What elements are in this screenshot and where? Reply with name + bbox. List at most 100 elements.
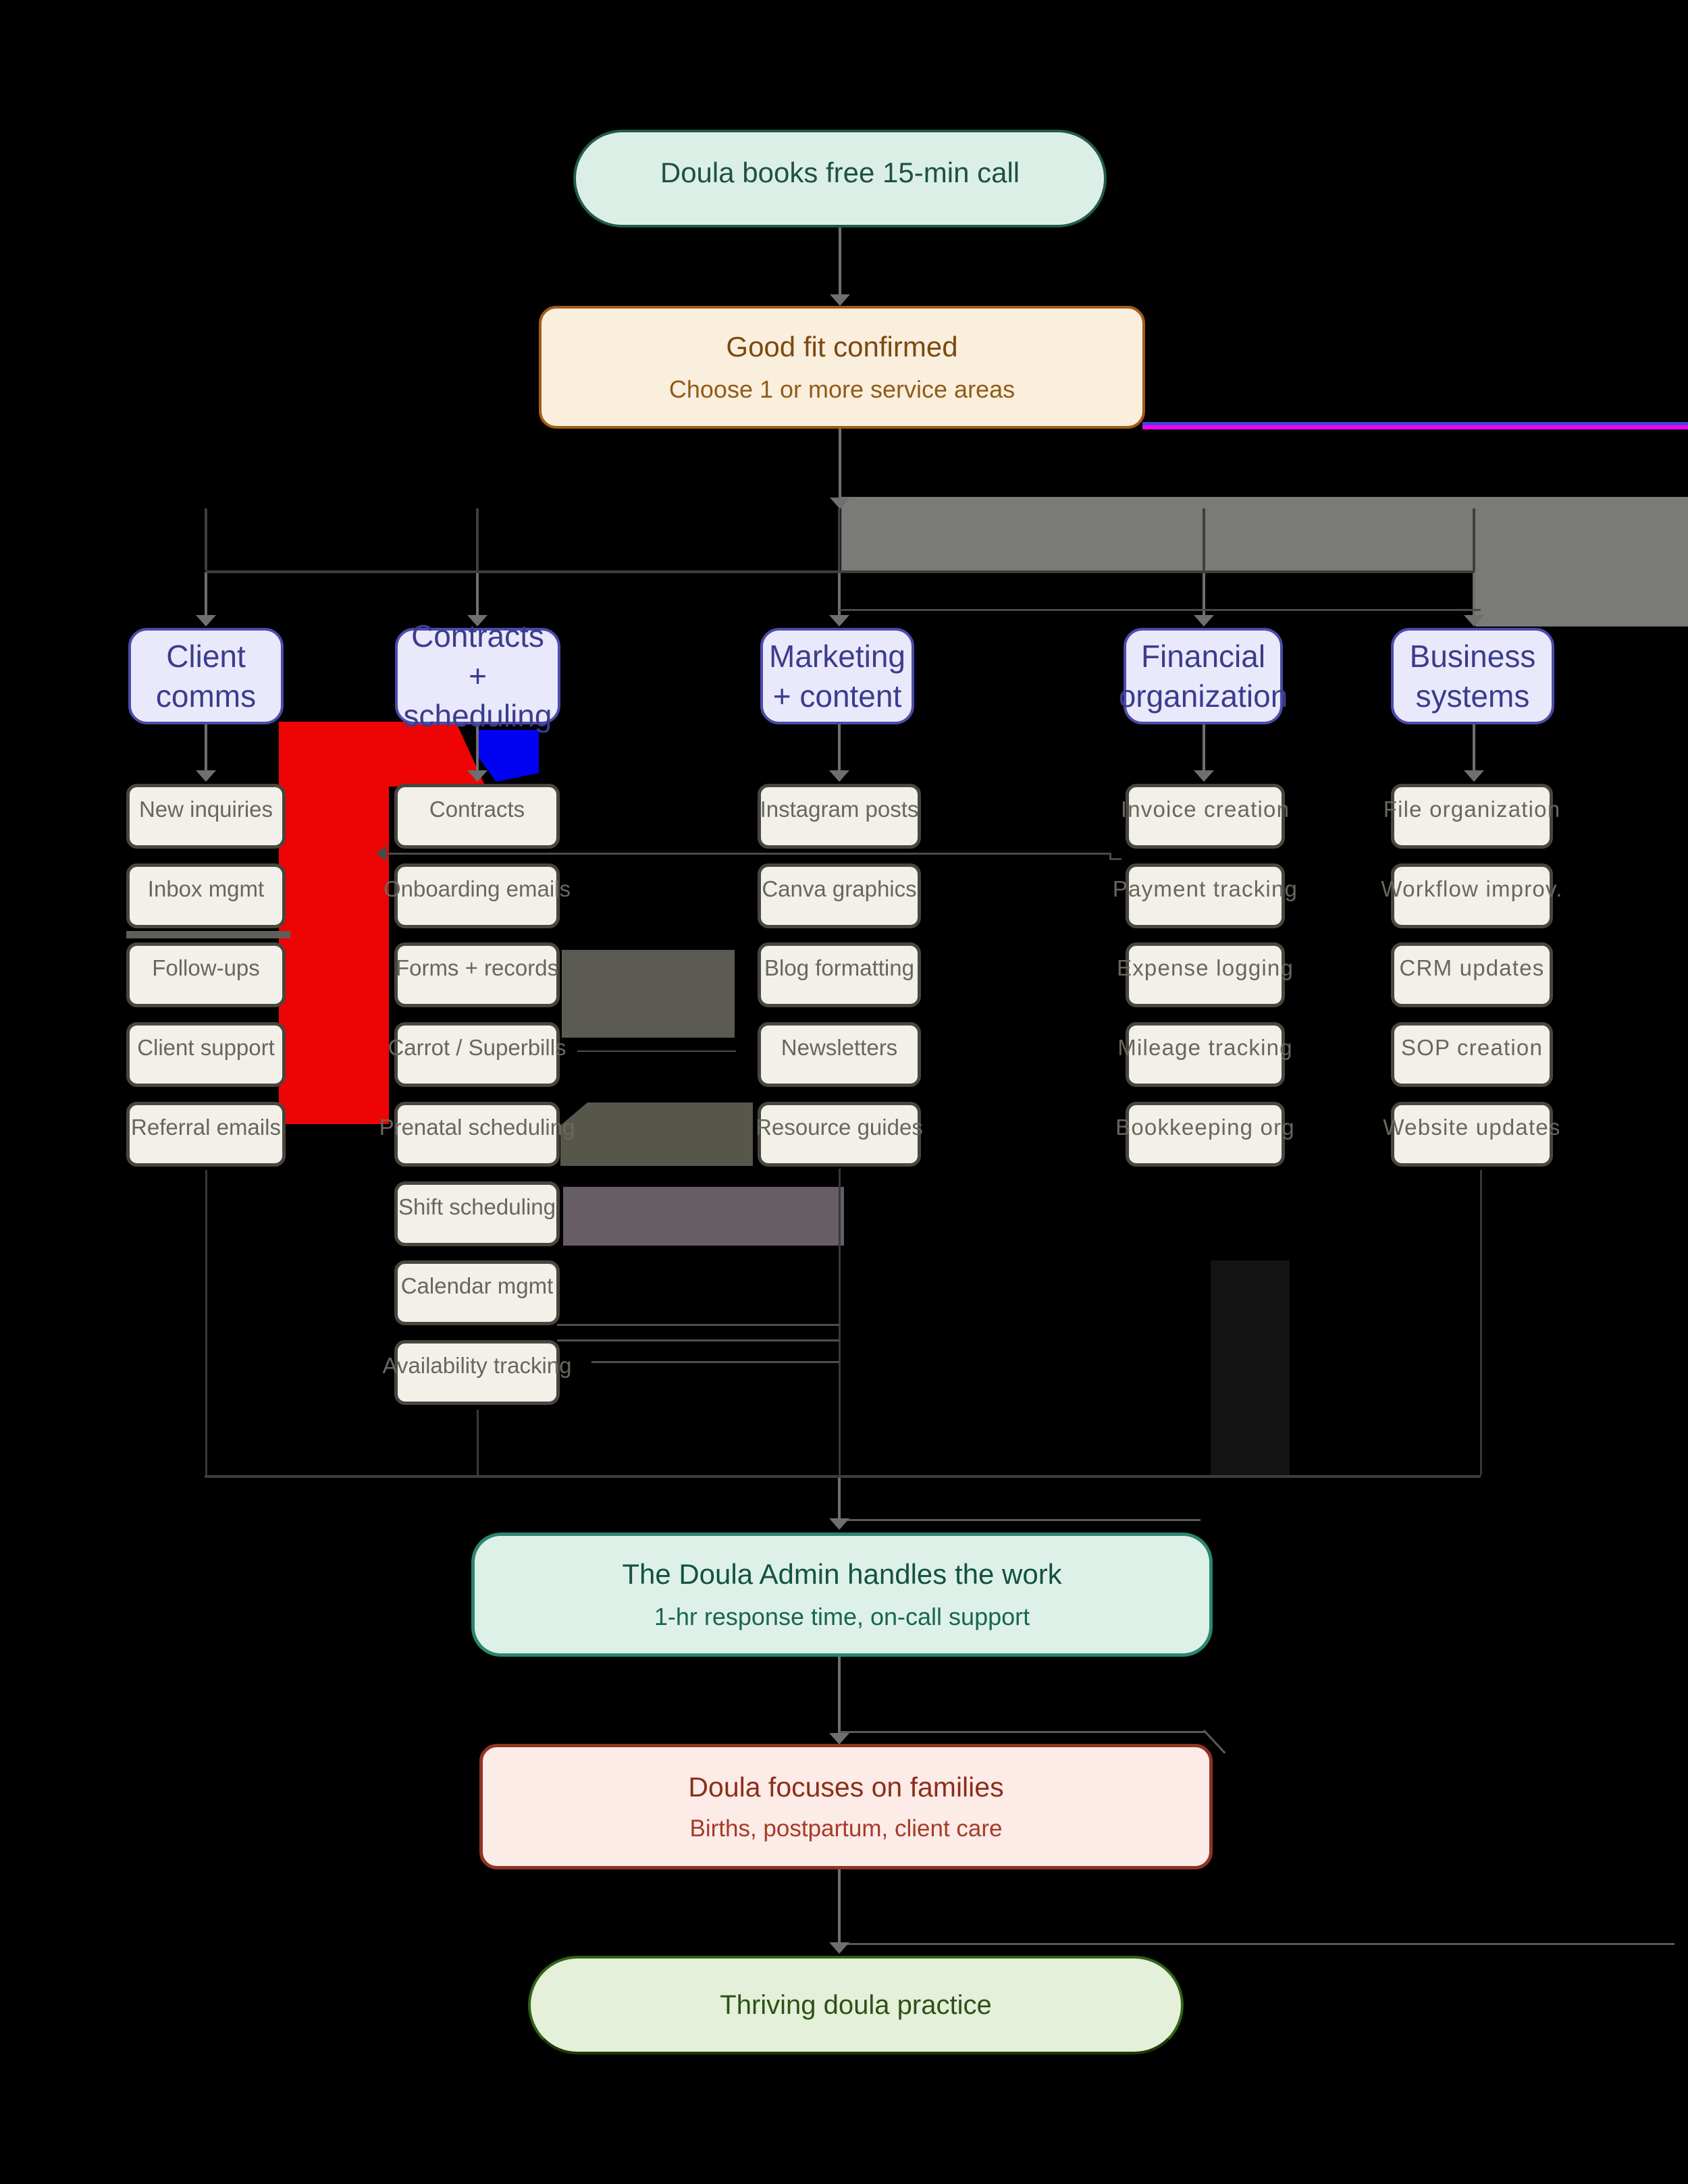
edge-line (205, 724, 207, 772)
node-doula-admin[interactable]: The Doula Admin handles the work 1-hr re… (471, 1533, 1213, 1657)
task-item-label: New inquiries (138, 797, 273, 822)
edge-line (1203, 572, 1205, 617)
edge-line (1109, 853, 1111, 859)
edge-line (838, 572, 841, 617)
task-item-marketing-content-3[interactable]: Newsletters (758, 1022, 921, 1087)
task-item-label: Forms + records (395, 955, 559, 980)
task-item-contracts-scheduling-0[interactable]: Contracts (394, 784, 560, 849)
task-item-financial-organization-3[interactable]: Mileage tracking (1117, 1022, 1292, 1087)
task-item-label: Resource guides (756, 1115, 923, 1140)
task-item-marketing-content-4[interactable]: Resource guides (756, 1102, 923, 1167)
task-item-label: Expense logging (1116, 955, 1294, 980)
arrowhead-down-icon (829, 770, 849, 782)
arrowhead-down-icon (196, 615, 216, 627)
edge-line (476, 508, 479, 570)
edge-line (838, 1869, 841, 1944)
node-good-fit[interactable]: Good fit confirmed Choose 1 or more serv… (539, 306, 1145, 429)
glitch-purple-rect (563, 1187, 844, 1246)
arrowhead-down-icon (467, 770, 487, 782)
glitch-gray-strip-col1 (126, 931, 290, 938)
edge-line (839, 228, 841, 296)
task-item-contracts-scheduling-6[interactable]: Calendar mgmt (394, 1260, 560, 1325)
edge-line (386, 853, 1110, 855)
node-start[interactable]: Doula books free 15-min call (573, 130, 1107, 228)
task-item-financial-organization-4[interactable]: Bookkeeping org (1115, 1102, 1294, 1167)
edge-line (591, 1361, 839, 1363)
task-item-business-systems-4[interactable]: Website updates (1383, 1102, 1560, 1167)
edge-line (205, 1475, 1481, 1478)
task-item-business-systems-0[interactable]: File organization (1383, 784, 1560, 849)
edge-line (1203, 724, 1205, 772)
glitch-dark-column (1211, 1260, 1290, 1475)
task-item-contracts-scheduling-3[interactable]: Carrot / Superbills (388, 1022, 566, 1087)
task-item-label: Invoice creation (1120, 797, 1290, 822)
task-item-marketing-content-1[interactable]: Canva graphics (758, 863, 921, 928)
edge-line (557, 1339, 839, 1341)
task-item-label: Blog formatting (764, 955, 914, 980)
task-item-marketing-content-2[interactable]: Blog formatting (758, 942, 921, 1007)
task-item-client-comms-2[interactable]: Follow-ups (126, 942, 286, 1007)
task-item-label: Website updates (1383, 1115, 1561, 1140)
node-doula-focus-title: Doula focuses on families (688, 1771, 1004, 1803)
arrowhead-down-icon (829, 1733, 849, 1744)
arrowhead-down-icon (829, 1942, 849, 1954)
task-item-financial-organization-0[interactable]: Invoice creation (1121, 784, 1289, 849)
edge-line (205, 508, 207, 570)
edge-line (476, 1410, 479, 1475)
edge-line (839, 609, 1481, 611)
task-item-contracts-scheduling-7[interactable]: Availability tracking (382, 1340, 572, 1405)
task-item-business-systems-3[interactable]: SOP creation (1391, 1022, 1553, 1087)
task-item-contracts-scheduling-2[interactable]: Forms + records (394, 942, 560, 1007)
task-item-label: File organization (1383, 797, 1561, 822)
arrowhead-down-icon (830, 294, 850, 306)
edge-line (839, 1731, 1205, 1733)
task-item-label: Availability tracking (382, 1353, 572, 1378)
branch-header-label-line: Business (1409, 638, 1536, 674)
node-doula-focus[interactable]: Doula focuses on families Births, postpa… (479, 1744, 1213, 1869)
task-item-label: Client support (137, 1035, 275, 1060)
task-item-business-systems-1[interactable]: Workflow improv. (1381, 863, 1562, 928)
task-item-label: Follow-ups (152, 955, 260, 980)
task-item-label: Referral emails (131, 1115, 281, 1140)
task-item-label: Bookkeeping org (1115, 1115, 1295, 1140)
task-item-contracts-scheduling-1[interactable]: Onboarding emails (384, 863, 571, 928)
task-item-client-comms-1[interactable]: Inbox mgmt (126, 863, 286, 928)
node-good-fit-subtitle: Choose 1 or more service areas (668, 375, 1016, 403)
task-item-contracts-scheduling-5[interactable]: Shift scheduling (394, 1181, 560, 1246)
task-item-marketing-content-0[interactable]: Instagram posts (758, 784, 921, 849)
task-item-client-comms-4[interactable]: Referral emails (126, 1102, 286, 1167)
task-item-financial-organization-1[interactable]: Payment tracking (1113, 863, 1297, 928)
branch-header-contracts-scheduling[interactable]: Contracts+ scheduling (395, 618, 560, 733)
task-item-label: Inbox mgmt (147, 876, 265, 901)
node-doula-admin-title: The Doula Admin handles the work (622, 1558, 1062, 1590)
node-doula-admin-subtitle: 1-hr response time, on-call support (654, 1603, 1030, 1630)
glitch-olive-rect-1 (562, 950, 735, 1038)
task-item-label: CRM updates (1399, 955, 1545, 980)
task-item-label: Instagram posts (760, 797, 919, 822)
task-item-client-comms-0[interactable]: New inquiries (126, 784, 286, 849)
arrowhead-down-icon (1194, 770, 1214, 782)
edge-line (838, 1656, 841, 1735)
task-item-label: Mileage tracking (1117, 1035, 1293, 1060)
arrowhead-down-icon (1464, 615, 1484, 627)
arrowhead-down-icon (830, 498, 850, 509)
task-item-contracts-scheduling-4[interactable]: Prenatal scheduling (379, 1102, 575, 1167)
task-item-label: Calendar mgmt (400, 1273, 554, 1298)
glitch-blue-line (1142, 422, 1688, 425)
branch-header-marketing-content[interactable]: Marketing+ content (760, 628, 914, 724)
node-doula-focus-subtitle: Births, postpartum, client care (689, 1815, 1003, 1842)
task-item-client-comms-3[interactable]: Client support (126, 1022, 286, 1087)
task-item-label: Contracts (429, 797, 525, 822)
edge-line (1473, 572, 1475, 617)
arrowhead-down-icon (829, 1518, 849, 1530)
node-outcome[interactable]: Thriving doula practice (528, 1956, 1184, 2054)
task-item-financial-organization-2[interactable]: Expense logging (1117, 942, 1293, 1007)
node-start-label: Doula books free 15-min call (660, 156, 1020, 188)
task-item-business-systems-2[interactable]: CRM updates (1391, 942, 1553, 1007)
branch-header-label-line: Marketing (769, 638, 905, 674)
edge-line (577, 1050, 736, 1052)
